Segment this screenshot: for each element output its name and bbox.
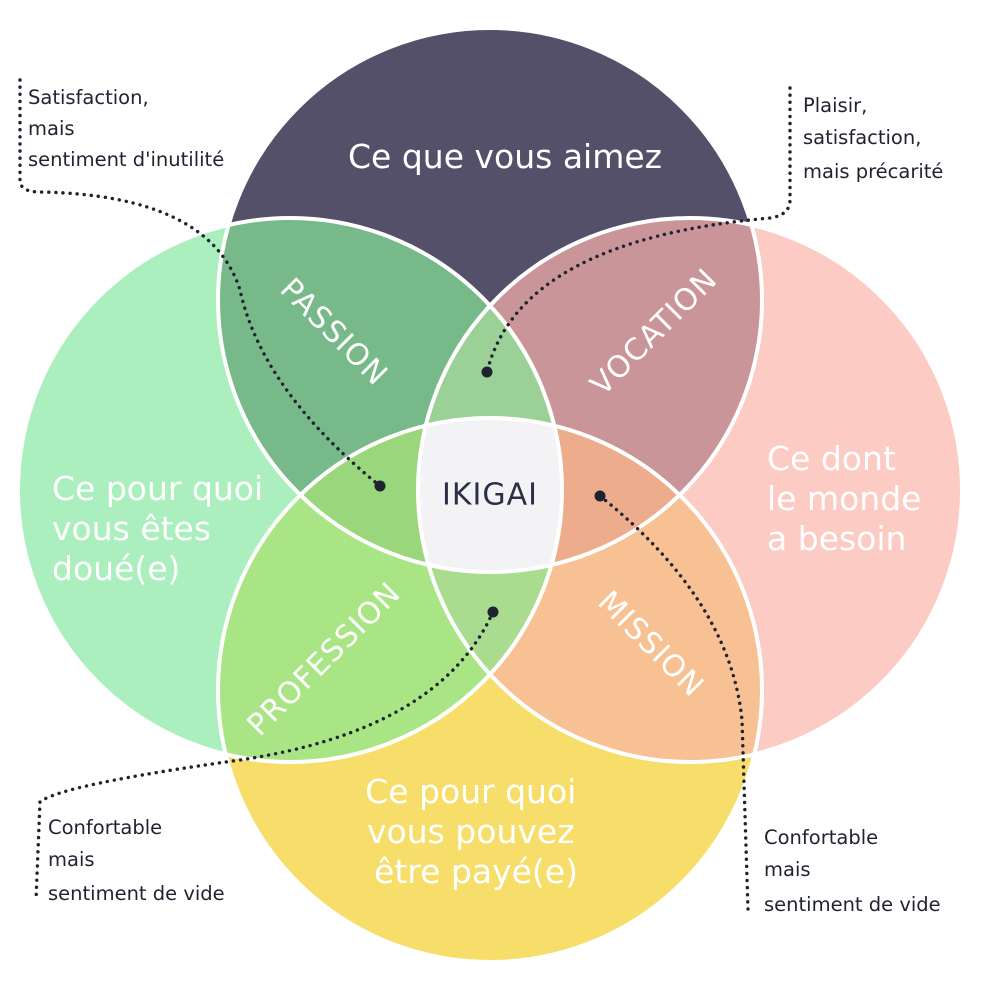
label-ikigai: IKIGAI xyxy=(442,478,538,513)
label-world-needs: Ce dont le monde a besoin xyxy=(767,439,932,558)
leader-dot-bottom-right xyxy=(594,490,606,502)
note-top-right: Plaisir, satisfaction, mais précarité xyxy=(803,94,943,183)
leader-bottom-right xyxy=(598,494,750,912)
leader-dot-top-right xyxy=(481,366,493,378)
note-top-left: Satisfaction, mais sentiment d'inutilité xyxy=(28,86,224,171)
note-bottom-left: Confortable mais sentiment de vide xyxy=(48,816,225,905)
leader-top-right xyxy=(485,86,792,374)
leader-dot-top-left xyxy=(374,480,386,492)
label-paid-for: Ce pour quoi vous pouvez être payé(e) xyxy=(365,772,587,891)
leader-dot-bottom-left xyxy=(487,606,499,618)
note-bottom-right: Confortable mais sentiment de vide xyxy=(764,826,941,916)
zone-ikigai xyxy=(418,418,562,572)
leader-bottom-left xyxy=(34,610,495,902)
circle-outlines xyxy=(16,26,964,964)
label-love: Ce que vous aimez xyxy=(348,137,662,176)
label-good-at: Ce pour quoi vous êtes doué(e) xyxy=(52,469,274,588)
